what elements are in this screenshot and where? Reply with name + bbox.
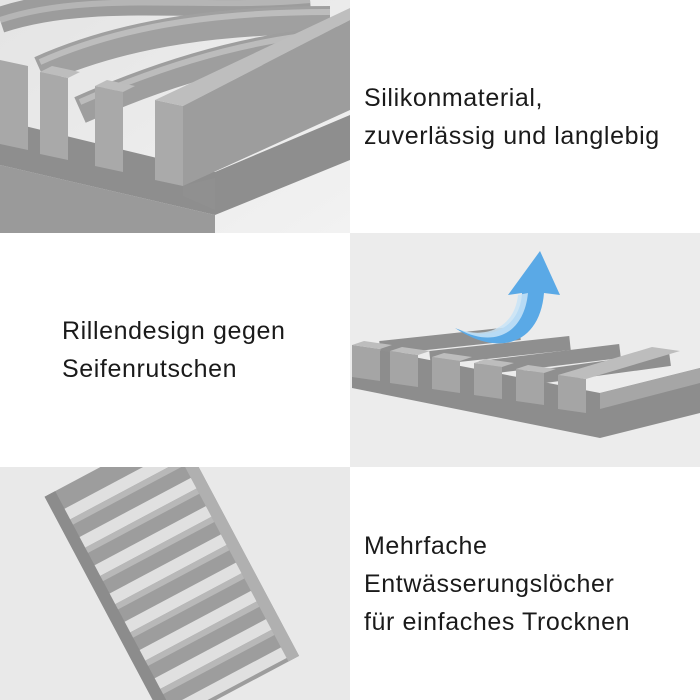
feature-3-line-2: Entwässerungslöcher [364, 569, 615, 598]
feature-text-material: Silikonmaterial, zuverlässig und langleb… [350, 0, 700, 233]
soap-dish-top-illustration [0, 467, 350, 700]
soap-dish-closeup-illustration [0, 0, 350, 233]
feature-2-line-2: Seifenrutschen [62, 355, 238, 383]
soap-dish-top-view-photo [0, 467, 350, 700]
feature-2-line-1: Rillendesign gegen [62, 317, 286, 345]
feature-text-drainage: Mehrfache Entwässerungslöcher für einfac… [350, 467, 700, 700]
feature-text-grooves: Rillendesign gegen Seifenrutschen [0, 233, 350, 467]
feature-3-line-1: Mehrfache [364, 531, 488, 560]
soap-dish-closeup-photo [0, 0, 350, 233]
feature-1-line-2: zuverlässig und langlebig [364, 121, 660, 150]
feature-3-line-3: für einfaches Trocknen [364, 607, 631, 636]
feature-1-line-1: Silikonmaterial, [364, 83, 544, 112]
soap-dish-side-illustration [350, 233, 700, 467]
up-arrow-icon [455, 251, 560, 344]
soap-dish-side-view-with-arrow [350, 233, 700, 467]
